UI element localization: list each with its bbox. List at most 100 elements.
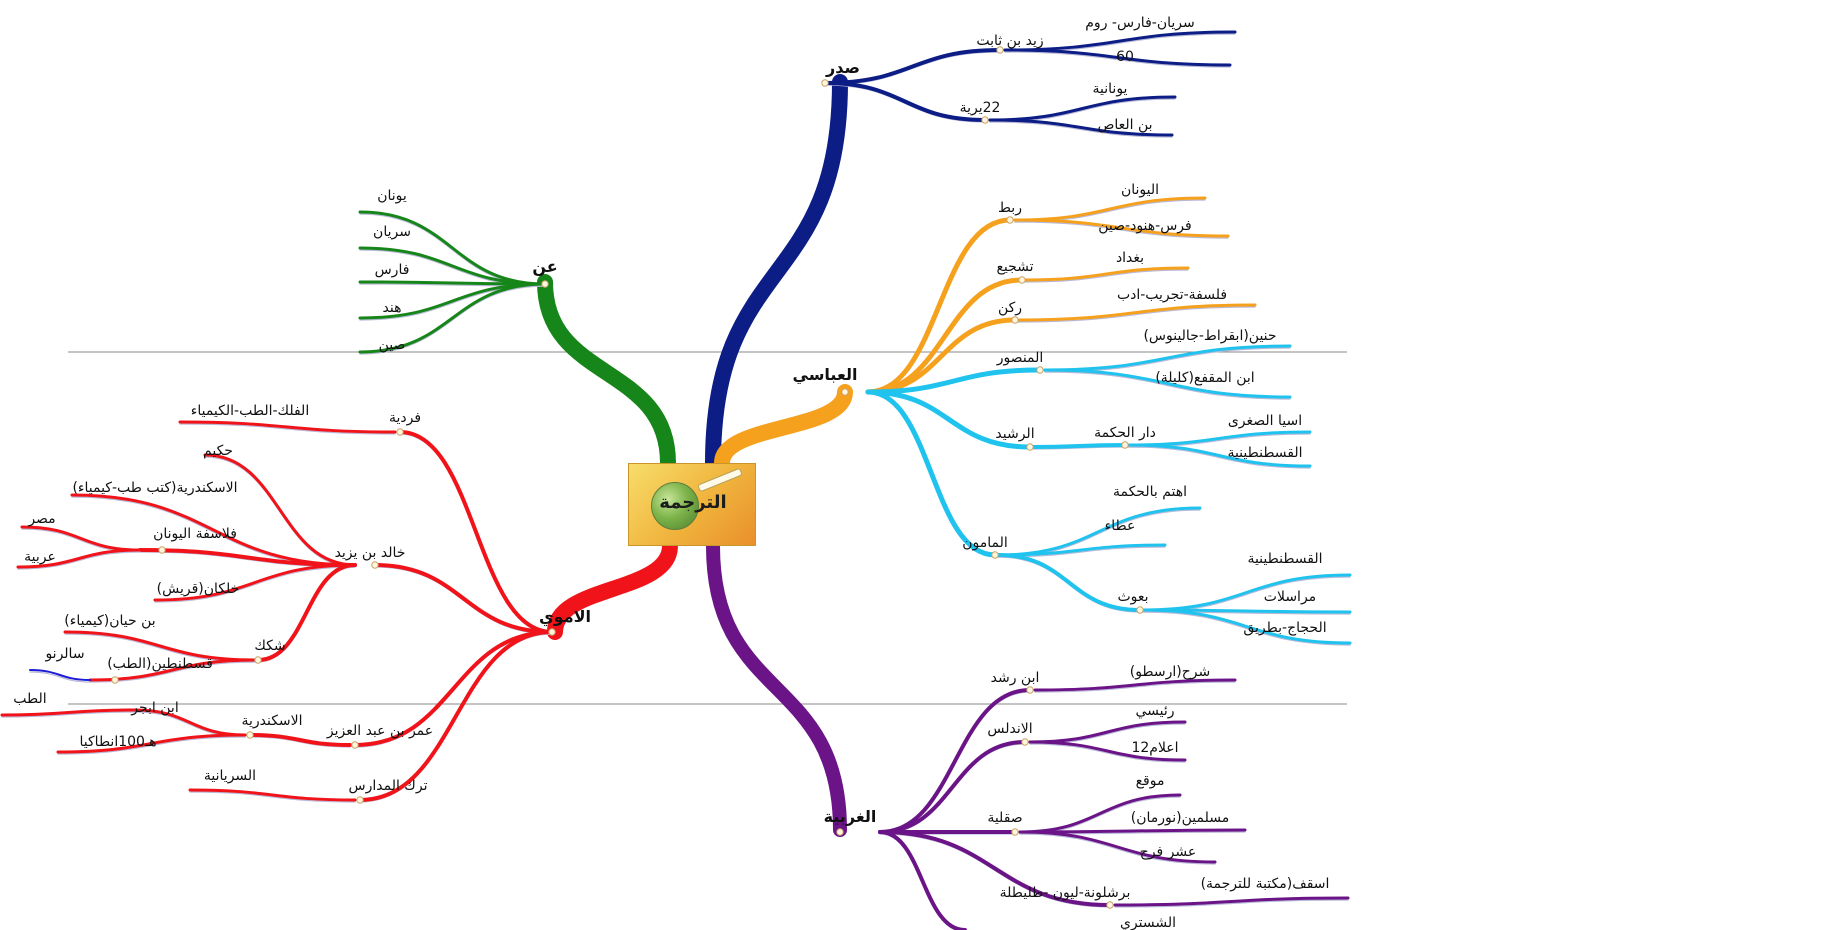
node-22[interactable]: 22يرية bbox=[960, 100, 1001, 116]
edge-leaf bbox=[63, 630, 257, 662]
edge-leaf bbox=[1013, 218, 1230, 238]
leaf-label[interactable]: بن حيان(كيمياء) bbox=[64, 613, 155, 629]
leaf-label[interactable]: بغداد bbox=[1116, 250, 1144, 266]
node-dot bbox=[1036, 366, 1044, 374]
edge-leaf-shadow bbox=[359, 285, 546, 355]
node-rashid[interactable]: الرشيد bbox=[995, 426, 1034, 442]
branch-gharbiya-edge bbox=[706, 539, 847, 837]
edge-umar bbox=[353, 630, 554, 747]
edge-leaf bbox=[996, 543, 1167, 557]
leaf-label[interactable]: فلسفة-تجريب-ادب bbox=[1117, 287, 1227, 303]
node-khalid[interactable]: خالد بن يزيد bbox=[335, 545, 406, 561]
node-mamun[interactable]: المامون bbox=[962, 535, 1008, 551]
leaf-label[interactable]: خلكان(قريش) bbox=[157, 581, 240, 597]
node-falasifa[interactable]: فلاسفة اليونان bbox=[153, 526, 237, 542]
leaf-label[interactable]: مسلمين(نورمان) bbox=[1131, 810, 1229, 826]
branch-abbasi-label[interactable]: العباسي bbox=[793, 365, 858, 385]
edge-leaf bbox=[70, 493, 357, 567]
leaf-label[interactable]: الطب bbox=[13, 691, 46, 707]
leaf-label[interactable]: حكيم bbox=[203, 443, 233, 459]
edge-leaf bbox=[178, 420, 397, 434]
node-zaid[interactable]: زيد بن ثابت bbox=[976, 33, 1043, 49]
leaf-label[interactable]: اهتم بالحكمة bbox=[1113, 484, 1187, 500]
node-dot bbox=[1121, 441, 1129, 449]
leaf-label[interactable]: عطاء bbox=[1105, 518, 1136, 534]
node-tashji[interactable]: تشجيع bbox=[996, 259, 1033, 275]
central-topic-node[interactable]: الترجمة bbox=[628, 463, 756, 546]
edge-leaf bbox=[1126, 443, 1312, 468]
edge-leaf-shadow bbox=[1127, 446, 1311, 469]
edge-shakkak bbox=[256, 563, 357, 662]
node-iskandariya[interactable]: الاسكندرية bbox=[241, 713, 302, 729]
node-rabt[interactable]: ربط bbox=[998, 200, 1022, 216]
edge-leaf-shadow bbox=[989, 121, 1173, 138]
edge-leaf-shadow bbox=[179, 423, 396, 435]
leaf-label[interactable]: القسطنطينية bbox=[1227, 445, 1302, 461]
node-siqilliya[interactable]: صقلية bbox=[987, 810, 1022, 826]
leaf-label[interactable]: حنين(ابقراط-جالينوس) bbox=[1143, 328, 1276, 344]
node-umar[interactable]: عمر بن عبد العزيز bbox=[326, 723, 433, 739]
leaf-label[interactable]: سالرنو bbox=[44, 646, 84, 662]
leaf-label[interactable]: 60 bbox=[1116, 49, 1134, 65]
edge-leaf-shadow bbox=[154, 566, 356, 603]
leaf-label[interactable]: سريان bbox=[373, 224, 411, 240]
edge-more bbox=[878, 830, 967, 930]
node-ibnrushd[interactable]: ابن رشد bbox=[991, 670, 1040, 686]
node-qustantin[interactable]: قسطنطين(الطب) bbox=[107, 656, 213, 672]
edge-leaf bbox=[358, 210, 547, 286]
branch-an-label[interactable]: عن bbox=[532, 257, 557, 276]
edge-leaf bbox=[188, 788, 357, 802]
leaf-label[interactable]: الشستري bbox=[1120, 915, 1176, 930]
leaf-label[interactable]: مصر bbox=[27, 511, 55, 527]
node-dot bbox=[821, 79, 829, 87]
leaf-label[interactable]: فرس-هنود-صين bbox=[1098, 218, 1191, 234]
branch-sadr-label[interactable]: صدر bbox=[825, 58, 860, 77]
node-barshaluna[interactable]: برشلونة-ليون -طليطلة bbox=[1000, 885, 1131, 901]
node-buuth[interactable]: بعوث bbox=[1117, 589, 1148, 605]
leaf-label[interactable]: اليونان bbox=[1121, 182, 1159, 198]
node-dot bbox=[356, 796, 364, 804]
node-mansur[interactable]: المنصور bbox=[996, 350, 1044, 366]
leaf-label[interactable]: اعلام12 bbox=[1131, 740, 1178, 756]
node-fardiya[interactable]: فردية bbox=[389, 410, 421, 426]
node-tark[interactable]: ترك المدارس bbox=[349, 778, 428, 794]
leaf-label[interactable]: يونان bbox=[377, 188, 407, 204]
branch-an-edge bbox=[537, 274, 676, 471]
node-rukn[interactable]: ركن bbox=[998, 300, 1022, 316]
node-andalus[interactable]: الاندلس bbox=[987, 721, 1032, 737]
edge-leaf bbox=[1018, 828, 1247, 834]
leaf-label[interactable]: عشر فرج bbox=[1140, 844, 1196, 860]
leaf-label[interactable]: عربية bbox=[24, 549, 56, 565]
branch-umawi-label[interactable]: الاموي bbox=[539, 607, 591, 627]
leaf-label[interactable]: شرح(ارسطو) bbox=[1130, 664, 1211, 680]
branch-gharbiya-label[interactable]: الغربية bbox=[824, 807, 877, 826]
leaf-label[interactable]: السريانية bbox=[204, 768, 256, 784]
leaf-label[interactable]: فارس bbox=[375, 262, 410, 278]
node-shakkak[interactable]: شكك bbox=[254, 638, 285, 654]
quill-icon bbox=[697, 467, 743, 493]
node-dot bbox=[1021, 738, 1029, 746]
edge-leaf bbox=[1028, 720, 1187, 744]
edge-khalid bbox=[373, 563, 554, 634]
leaf-label[interactable]: الفلك-الطب-الكيمياء bbox=[191, 403, 309, 419]
leaf-label[interactable]: رئيسي bbox=[1135, 703, 1174, 719]
leaf-label[interactable]: موقع bbox=[1136, 773, 1165, 789]
leaf-label[interactable]: صين bbox=[379, 337, 406, 353]
leaf-label[interactable]: بن العاص bbox=[1097, 117, 1152, 133]
leaf-label[interactable]: هـ100انطاكيا bbox=[80, 734, 157, 750]
leaf-label[interactable]: اسيا الصغرى bbox=[1228, 413, 1302, 429]
edge-leaf-shadow bbox=[57, 736, 246, 755]
leaf-label[interactable]: هند bbox=[383, 300, 402, 316]
leaf-label[interactable]: يونانية bbox=[1093, 81, 1128, 97]
leaf-label[interactable]: ابن ابجر bbox=[130, 700, 178, 716]
leaf-label[interactable]: الحجاج-بطريق bbox=[1243, 620, 1326, 636]
leaf-label[interactable]: الاسكندرية(كتب طب-كيمياء) bbox=[72, 480, 237, 496]
leaf-label[interactable]: اسقف(مكتبة للترجمة) bbox=[1201, 876, 1330, 892]
leaf-label[interactable]: مراسلات bbox=[1264, 589, 1316, 605]
node-dot bbox=[1026, 443, 1034, 451]
node-dar[interactable]: دار الحكمة bbox=[1094, 425, 1156, 441]
leaf-label[interactable]: القسطنطينية bbox=[1247, 551, 1322, 567]
node-dot bbox=[111, 676, 119, 684]
leaf-label[interactable]: ابن المقفع(كليلة) bbox=[1155, 370, 1254, 386]
leaf-label[interactable]: سريان-فارس- روم bbox=[1085, 15, 1194, 31]
